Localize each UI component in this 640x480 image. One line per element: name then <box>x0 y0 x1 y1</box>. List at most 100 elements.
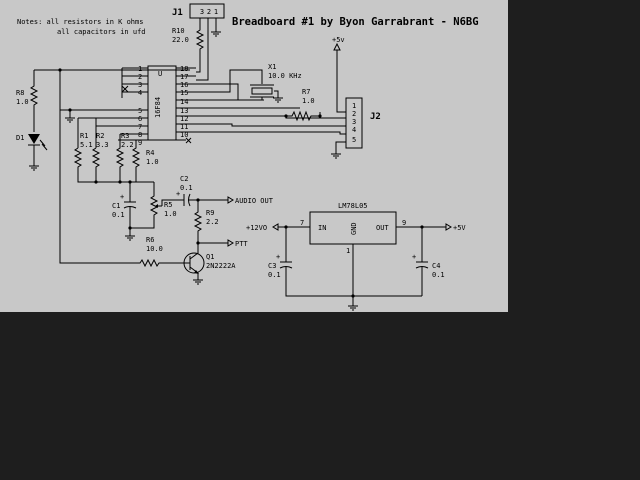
c4-ref: C4 <box>432 262 440 270</box>
r2-ref: R2 <box>96 132 104 140</box>
r4-ref: R4 <box>146 149 154 157</box>
j1-pin-3: 3 <box>200 8 204 16</box>
resistor-r10: R10 22.0 <box>172 27 205 73</box>
j1-ref: J1 <box>172 8 183 18</box>
ic-pin-2: 2 <box>138 73 142 81</box>
ic-right-pins: 18 17 16 15 14 13 12 11 10 <box>180 65 188 139</box>
j2-pin-1: 1 <box>352 102 356 110</box>
r7-ref: R7 <box>302 88 310 96</box>
ic-pin-16: 16 <box>180 81 188 89</box>
c3-plus: + <box>276 253 280 261</box>
r9-value: 2.2 <box>206 218 219 226</box>
net-label-ptt: PTT <box>227 239 248 248</box>
q1-ref: Q1 <box>206 253 214 261</box>
regulator-pin-out: 9 <box>402 219 406 227</box>
j1-pin-1: 1 <box>214 8 218 16</box>
notes-line-1: Notes: all resistors in K ohms <box>17 18 143 26</box>
ic-pin-11: 11 <box>180 123 188 131</box>
r4-value: 1.0 <box>146 158 159 166</box>
r10-value: 22.0 <box>172 36 189 44</box>
ic-pin-8: 8 <box>138 131 142 139</box>
regulator-pin-gnd: 1 <box>346 247 350 255</box>
net-label-input: +12VO <box>246 223 279 232</box>
j1-pin-2: 2 <box>207 8 211 16</box>
ic-pin-18: 18 <box>180 65 188 73</box>
x1-ref: X1 <box>268 63 276 71</box>
resistor-r8: R8 1.0 <box>16 70 39 132</box>
j2-pin-3: 3 <box>352 118 356 126</box>
resistor-r4: R4 1.0 <box>118 139 159 182</box>
ic-ref: U <box>158 70 162 78</box>
notes-line-2: all capacitors in ufd <box>57 28 146 36</box>
resistor-r7: R7 1.0 <box>284 88 322 122</box>
resistor-r9: R9 2.2 <box>193 200 228 245</box>
net-label-output: +5V <box>445 223 466 232</box>
ic-pin-13: 13 <box>180 107 188 115</box>
j2-pin-5: 5 <box>352 136 356 144</box>
j2-ref: J2 <box>370 112 381 122</box>
r7-value: 1.0 <box>302 97 315 105</box>
x1-value: 10.0 KHz <box>268 72 302 80</box>
schematic-drawing: Breadboard #1 by Byon Garrabrant - N6BG … <box>16 3 479 311</box>
ic-part: 16F84 <box>154 97 162 118</box>
ground-symbol-regulator <box>348 305 358 311</box>
c2-ref: C2 <box>180 175 188 183</box>
ic-pin-9: 9 <box>138 139 142 147</box>
r10-ref: R10 <box>172 27 185 35</box>
d1-ref: D1 <box>16 134 24 142</box>
regulator-gnd: GND <box>350 222 358 235</box>
net-label-audio-out: AUDIO OUT <box>227 196 274 205</box>
ic-pin-17: 17 <box>180 73 188 81</box>
regulator-out: OUT <box>376 224 389 232</box>
resistor-r3: R3 2.2 <box>115 132 134 182</box>
input-label: +12VO <box>246 224 267 232</box>
regulator-pin-in: 7 <box>300 219 304 227</box>
r8-ref: R8 <box>16 89 24 97</box>
connector-j2: J2 1 2 3 4 5 <box>331 97 381 159</box>
r3-value: 2.2 <box>121 141 134 149</box>
c2-value: 0.1 <box>180 184 193 192</box>
vcc-arrow-top: +5v <box>332 36 346 113</box>
schematic-title: Breadboard #1 by Byon Garrabrant - N6BG <box>232 16 479 28</box>
ic-pin-4: 4 <box>138 89 142 97</box>
c3-ref: C3 <box>268 262 276 270</box>
ground-symbol <box>211 31 221 37</box>
c1-plus: + <box>120 193 124 201</box>
crystal-x1: X1 10.0 KHz <box>246 63 302 103</box>
ic-pin-6: 6 <box>138 115 142 123</box>
ic-pin-1: 1 <box>138 65 142 73</box>
schematic-sheet: Breadboard #1 by Byon Garrabrant - N6BG … <box>0 0 508 312</box>
r9-ref: R9 <box>206 209 214 217</box>
c2-plus: + <box>176 190 180 198</box>
r3-ref: R3 <box>121 132 129 140</box>
ic-pin-14: 14 <box>180 98 188 106</box>
r5-value: 1.0 <box>164 210 177 218</box>
capacitor-c4: + C4 0.1 <box>412 227 445 296</box>
c1-value: 0.1 <box>112 211 125 219</box>
audio-out-label: AUDIO OUT <box>235 197 274 205</box>
regulator-part: LM78L05 <box>338 202 368 210</box>
ic-pin-12: 12 <box>180 115 188 123</box>
r6-ref: R6 <box>146 236 154 244</box>
q1-value: 2N2222A <box>206 262 236 270</box>
ic-pin-5: 5 <box>138 107 142 115</box>
ic-pin-7: 7 <box>138 123 142 131</box>
j2-pin-4: 4 <box>352 126 356 134</box>
output-label: +5V <box>453 224 466 232</box>
ic-left-pins: 1 2 3 4 5 6 7 8 9 <box>138 65 142 147</box>
resistor-r6: R6 10.0 <box>59 110 186 268</box>
transistor-q1: Q1 2N2222A <box>183 243 236 285</box>
r8-value: 1.0 <box>16 98 29 106</box>
r6-value: 10.0 <box>146 245 163 253</box>
r1-ref: R1 <box>80 132 88 140</box>
ptt-label: PTT <box>235 240 248 248</box>
ic-pin-10: 10 <box>180 131 188 139</box>
c3-value: 0.1 <box>268 271 281 279</box>
ic-16f84: U 16F84 1 2 3 4 5 6 7 8 9 18 17 16 15 14… <box>59 65 346 147</box>
r1-value: 5.1 <box>80 141 93 149</box>
vcc-top-label: +5v <box>332 36 345 44</box>
j2-pin-2: 2 <box>352 110 356 118</box>
ic-pin-3: 3 <box>138 81 142 89</box>
c1-ref: C1 <box>112 202 120 210</box>
resistor-r1: R1 5.1 <box>73 132 154 183</box>
